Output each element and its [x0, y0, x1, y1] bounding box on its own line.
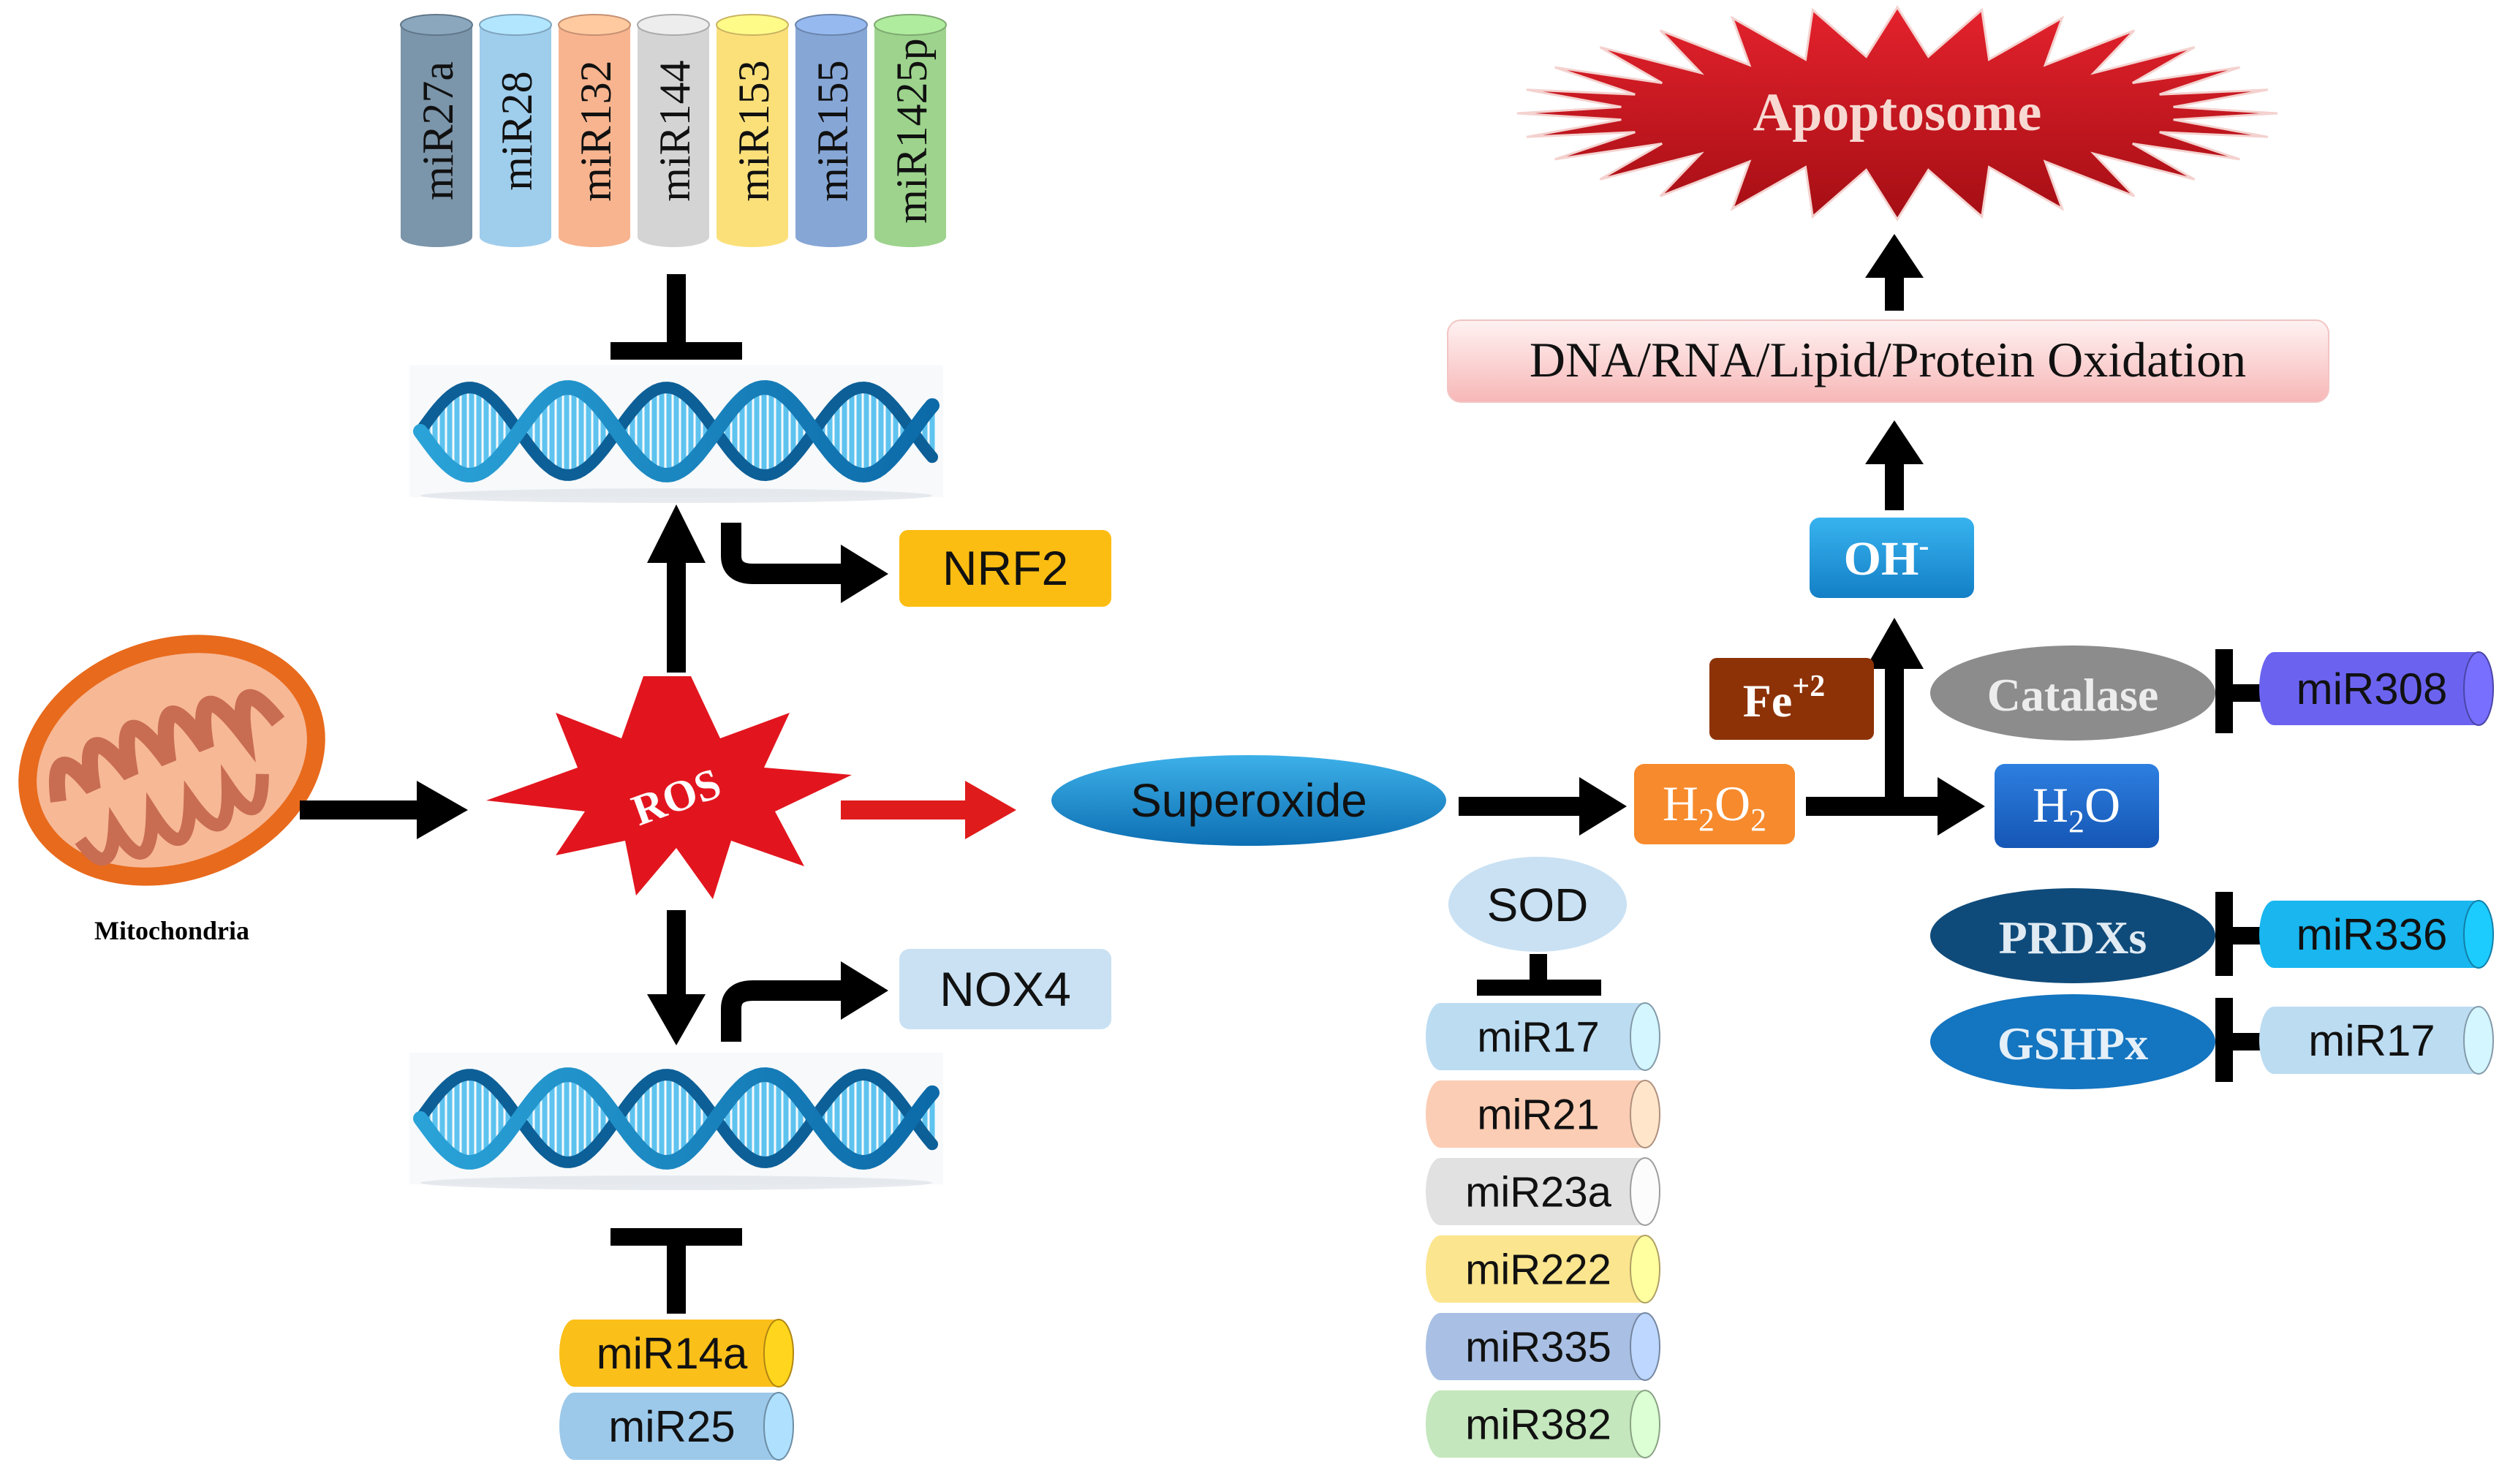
- svg-text:H2O: H2O: [2033, 777, 2120, 839]
- arrow-ros-to-superoxide: [841, 781, 1016, 839]
- arrow-oh-to-oxidation: [1865, 420, 1924, 510]
- apoptosome-label: Apoptosome: [1753, 83, 2042, 143]
- nox4-label: NOX4: [940, 962, 1071, 1016]
- mirna-cylinder: miR25: [559, 1392, 794, 1461]
- mirna-cylinder: miR336: [2259, 900, 2494, 969]
- sod-label: SOD: [1487, 879, 1589, 931]
- top-mirna-label: miR155: [809, 60, 857, 201]
- top-mirna-cylinder: miR1425p: [874, 14, 947, 247]
- nox4-box: NOX4: [899, 949, 1111, 1029]
- oh-box: OH-: [1810, 518, 1974, 598]
- oxidation-box: DNA/RNA/Lipid/Protein Oxidation: [1447, 319, 2329, 403]
- arrow-to-nox4: [721, 961, 888, 1042]
- fe-main: Fe: [1743, 675, 1793, 727]
- h2o2-o: O: [1715, 776, 1750, 831]
- top-mirna-cylinder: miR132: [558, 14, 631, 247]
- arrow-oxidation-to-apoptosome: [1865, 234, 1924, 311]
- nrf2-label: NRF2: [942, 541, 1068, 595]
- dna-helix-icon-top: [409, 366, 943, 503]
- top-mirna-cylinder: miR27a: [400, 14, 473, 247]
- mitochondria-label: Mitochondria: [94, 916, 249, 945]
- top-mirna-label: miR132: [572, 60, 620, 201]
- bottom-mirna-group: miR14a miR25: [559, 1319, 794, 1461]
- top-mirna-label: miR144: [651, 60, 699, 201]
- sod-node: SOD: [1448, 857, 1627, 952]
- arrow-superoxide-to-h2o2: [1459, 777, 1627, 836]
- arrow-h2o2-to-h2o: [1806, 777, 1985, 836]
- gshpx-label: GSHPx: [1997, 1018, 2148, 1070]
- h2o2-sub1: 2: [1698, 802, 1715, 838]
- arrow-mito-to-ros: [300, 781, 468, 839]
- mirna-cylinder: miR14a: [559, 1319, 794, 1388]
- nrf2-box: NRF2: [899, 530, 1111, 607]
- mirna-cylinder: miR308: [2259, 651, 2494, 726]
- prdxs-label: PRDXs: [1999, 912, 2147, 964]
- superoxide-label: Superoxide: [1130, 774, 1367, 827]
- mirna-cylinder: miR382: [1426, 1390, 1660, 1458]
- h2o-o: O: [2084, 777, 2120, 833]
- inhibition-bottom-mirnas: [611, 1228, 742, 1314]
- mirna-label: miR21: [1477, 1091, 1600, 1138]
- right-mirna-group: miR308 miR336 miR17: [2259, 651, 2494, 1075]
- mirna-cylinder: miR17: [1426, 1002, 1660, 1071]
- top-mirna-label: miR27a: [414, 61, 462, 200]
- dna-helix-icon-bottom: [409, 1053, 943, 1190]
- mirna-label: miR17: [2308, 1016, 2435, 1065]
- mirna-label: miR17: [1477, 1013, 1600, 1061]
- inhibition-top-mirnas: [611, 274, 742, 360]
- fe2-box: Fe+2: [1709, 658, 1874, 740]
- prdxs-node: PRDXs: [1930, 888, 2215, 983]
- mirna-cylinder: miR335: [1426, 1312, 1660, 1381]
- gshpx-node: GSHPx: [1930, 994, 2215, 1089]
- h2o-h: H: [2033, 777, 2068, 833]
- top-mirna-cylinder: miR155: [795, 14, 868, 247]
- mitochondria-icon: [18, 635, 325, 886]
- top-mirna-cylinder: miR28: [479, 14, 552, 247]
- arrow-to-oh: [1865, 618, 1924, 808]
- h2o-sub: 2: [2068, 803, 2084, 839]
- mirna-label: miR382: [1465, 1401, 1611, 1448]
- inhibition-catalase: [2215, 649, 2263, 733]
- inhibition-gshpx: [2215, 998, 2263, 1082]
- mirna-cylinder: miR23a: [1426, 1157, 1660, 1226]
- svg-text:Fe+2: Fe+2: [1743, 670, 1825, 727]
- mirna-cylinder: miR17: [2259, 1006, 2494, 1075]
- mirna-label: miR335: [1465, 1323, 1611, 1371]
- sod-mirna-group: miR17 miR21 miR23a miR222 miR335 miR382: [1426, 1002, 1660, 1458]
- top-mirna-label: miR153: [730, 60, 778, 201]
- catalase-node: Catalase: [1930, 646, 2215, 741]
- ros-burst: ROS: [486, 676, 852, 899]
- oh-main: OH: [1844, 532, 1919, 586]
- top-mirna-label: miR28: [493, 71, 541, 190]
- h2o-box: H2O: [1995, 764, 2159, 848]
- mirna-label: miR25: [608, 1402, 735, 1451]
- h2o2-h: H: [1663, 776, 1698, 831]
- svg-text:OH-: OH-: [1844, 529, 1929, 586]
- mirna-cylinder: miR222: [1426, 1235, 1660, 1303]
- oh-sup: -: [1919, 529, 1929, 563]
- mirna-label: miR14a: [597, 1329, 748, 1378]
- top-mirna-cylinder: miR144: [637, 14, 710, 247]
- arrow-ros-to-dna-bottom: [647, 910, 706, 1045]
- top-mirna-label: miR1425p: [888, 38, 936, 223]
- h2o2-box: H2O2: [1634, 764, 1795, 844]
- mirna-label: miR308: [2297, 665, 2448, 713]
- arrow-to-nrf2: [721, 523, 888, 603]
- mirna-label: miR336: [2297, 910, 2448, 959]
- top-mirna-cylinder: miR153: [716, 14, 789, 247]
- mirna-label: miR23a: [1465, 1168, 1612, 1216]
- mirna-label: miR222: [1465, 1246, 1611, 1293]
- inhibition-sod: [1477, 954, 1601, 996]
- apoptosome-burst: Apoptosome: [1516, 5, 2278, 222]
- h2o2-sub2: 2: [1750, 802, 1766, 838]
- catalase-label: Catalase: [1987, 669, 2159, 721]
- top-mirna-group: miR27a miR28 miR132 miR144 miR153 miR155 miR14…: [400, 14, 947, 247]
- svg-text:H2O2: H2O2: [1663, 776, 1766, 838]
- fe-sup: +2: [1792, 670, 1825, 703]
- arrow-ros-to-dna-top: [647, 504, 706, 673]
- mirna-cylinder: miR21: [1426, 1080, 1660, 1148]
- superoxide-node: Superoxide: [1051, 755, 1446, 846]
- inhibition-prdxs: [2215, 892, 2263, 976]
- oxidation-label: DNA/RNA/Lipid/Protein Oxidation: [1530, 332, 2246, 387]
